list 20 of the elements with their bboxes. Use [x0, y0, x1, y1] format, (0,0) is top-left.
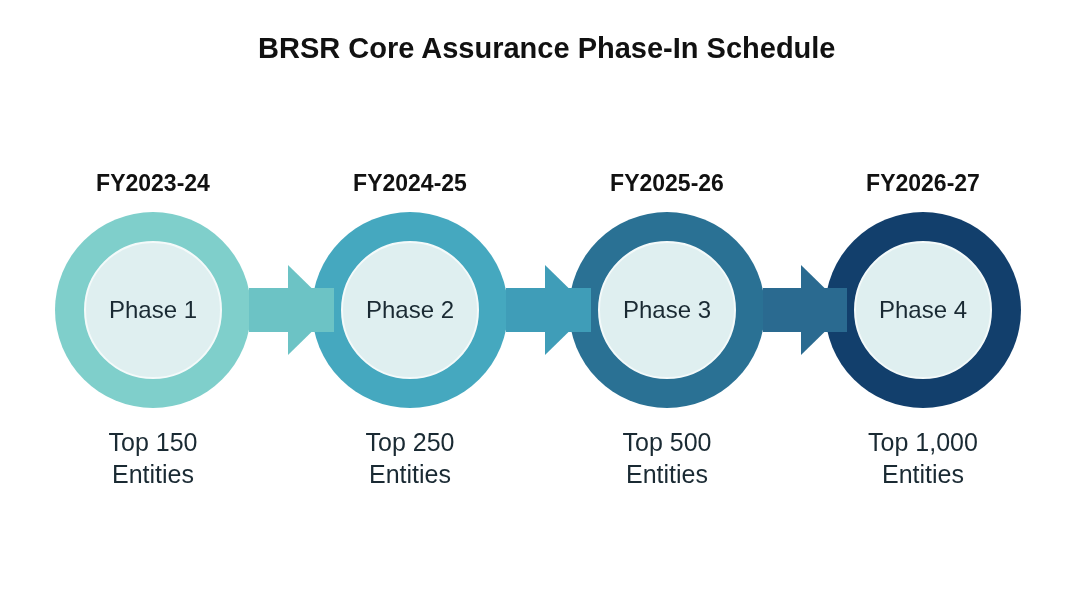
entity-count-label: Top 150 Entities [107, 427, 199, 490]
fiscal-year-label: FY2025-26 [609, 170, 725, 197]
phase-circle [312, 212, 508, 408]
phase-label: Phase 3 [621, 296, 713, 324]
arrow [763, 265, 847, 355]
arrow [506, 265, 591, 355]
entity-count-label: Top 250 Entities [364, 427, 456, 490]
fiscal-year-label: FY2023-24 [95, 170, 211, 197]
phase-label: Phase 2 [364, 296, 456, 324]
arrow [249, 265, 334, 355]
entity-count-label: Top 1,000 Entities [867, 427, 979, 490]
phase-label: Phase 4 [877, 296, 969, 324]
phase-circle [569, 212, 765, 408]
fiscal-year-label: FY2024-25 [352, 170, 468, 197]
fiscal-year-label: FY2026-27 [865, 170, 981, 197]
phase-circle [55, 212, 251, 408]
phase-label: Phase 1 [107, 296, 199, 324]
phase-circle [825, 212, 1021, 408]
title: BRSR Core Assurance Phase-In Schedule [258, 32, 836, 65]
entity-count-label: Top 500 Entities [621, 427, 713, 490]
